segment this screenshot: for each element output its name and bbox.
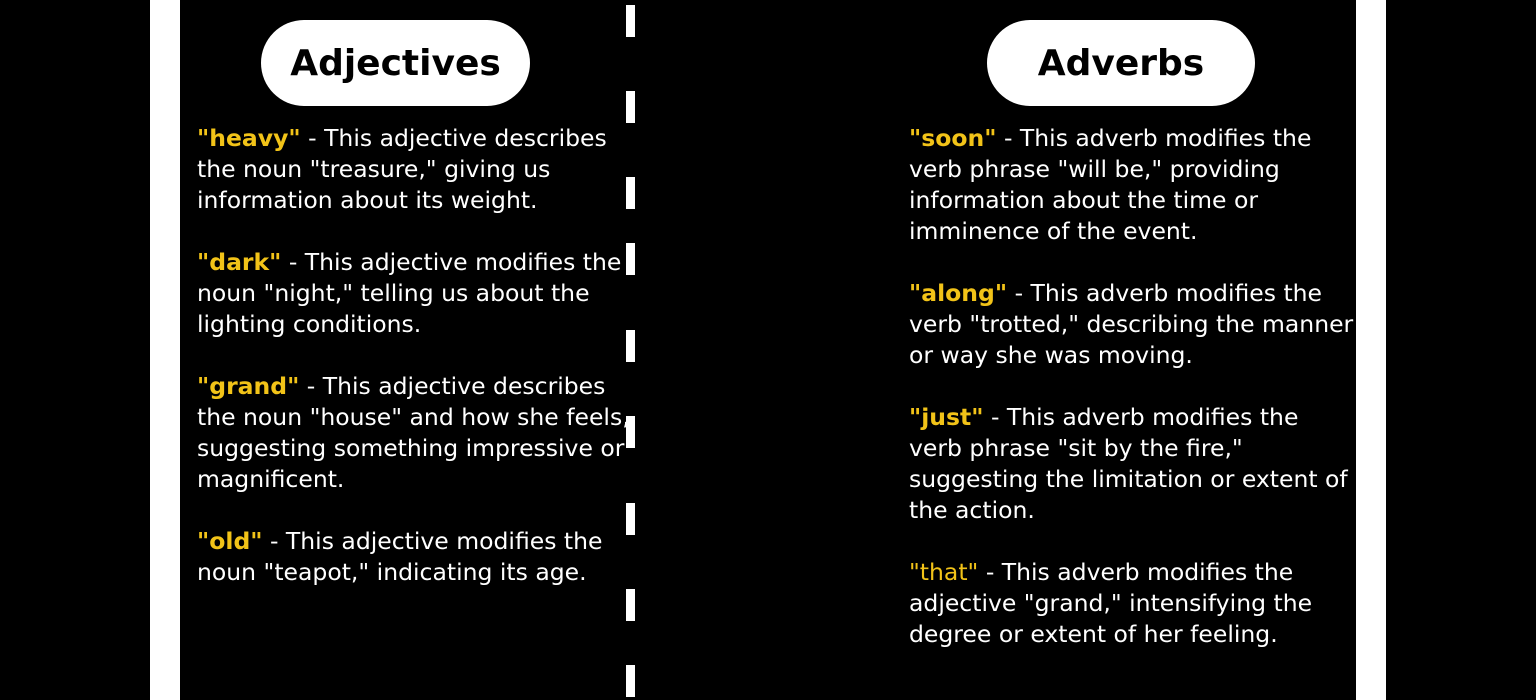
divider-dash <box>626 91 635 123</box>
adverb-entry-just: "just" - This adverb modifies the verb p… <box>909 402 1354 526</box>
divider-dash <box>626 416 635 448</box>
adverb-entry-along: "along" - This adverb modifies the verb … <box>909 278 1354 371</box>
divider-dash <box>626 177 635 209</box>
divider-dash <box>626 665 635 697</box>
adverb-explanation: - This adverb modifies the verb "trotted… <box>909 279 1354 369</box>
divider-dash <box>626 330 635 362</box>
adjective-entry-dark: "dark" - This adjective modifies the nou… <box>197 247 637 340</box>
adverb-explanation: - This adverb modifies the adjective "gr… <box>909 558 1313 648</box>
adverbs-heading: Adverbs <box>987 20 1255 106</box>
adjective-explanation: - This adjective describes the noun "hou… <box>197 372 630 493</box>
right-border-stripe <box>1356 0 1386 700</box>
divider-dash <box>626 5 635 37</box>
adjective-word: "old" <box>197 527 263 555</box>
adjective-word: "heavy" <box>197 124 301 152</box>
adjective-explanation: - This adjective modifies the noun "teap… <box>197 527 603 586</box>
adverb-entry-soon: "soon" - This adverb modifies the verb p… <box>909 123 1354 247</box>
adverb-word: "just" <box>909 403 984 431</box>
adverbs-column: "soon" - This adverb modifies the verb p… <box>909 123 1354 681</box>
divider-dash <box>626 243 635 275</box>
adjective-entry-heavy: "heavy" - This adjective describes the n… <box>197 123 637 216</box>
adjective-entry-grand: "grand" - This adjective describes the n… <box>197 371 637 495</box>
left-border-stripe <box>150 0 180 700</box>
divider-dash <box>626 503 635 535</box>
divider-dash <box>626 589 635 621</box>
adverb-word: "that" <box>909 558 979 586</box>
adjective-explanation: - This adjective modifies the noun "nigh… <box>197 248 622 338</box>
adverb-word: "along" <box>909 279 1008 307</box>
adverb-explanation: - This adverb modifies the verb phrase "… <box>909 403 1348 524</box>
adjective-word: "grand" <box>197 372 300 400</box>
adjective-entry-old: "old" - This adjective modifies the noun… <box>197 526 637 588</box>
adjectives-column: "heavy" - This adjective describes the n… <box>197 123 637 619</box>
adjective-explanation: - This adjective describes the noun "tre… <box>197 124 607 214</box>
adverb-word: "soon" <box>909 124 997 152</box>
adjectives-heading: Adjectives <box>261 20 530 106</box>
adverb-explanation: - This adverb modifies the verb phrase "… <box>909 124 1312 245</box>
adjective-word: "dark" <box>197 248 282 276</box>
adverb-entry-that: "that" - This adverb modifies the adject… <box>909 557 1354 650</box>
